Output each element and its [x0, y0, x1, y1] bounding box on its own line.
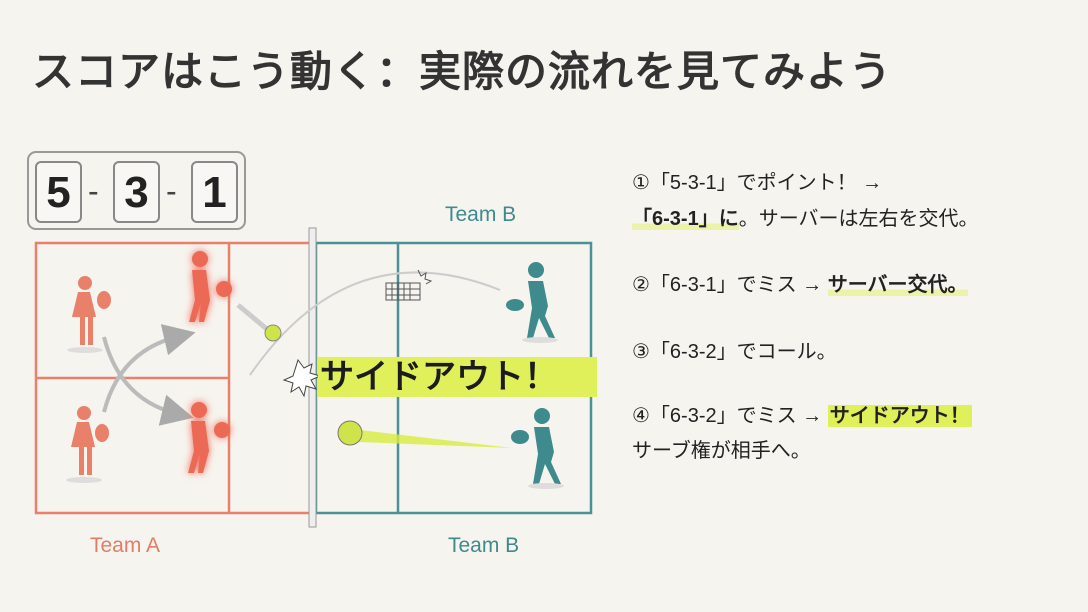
team-b-bottom-label: Team B [448, 534, 520, 557]
team-b-top-label: Team B [445, 203, 517, 226]
rotation-arrow [102, 324, 196, 413]
step-highlight: 「6-3-1」に [632, 208, 739, 230]
net-hit-icon [385, 269, 433, 301]
step-text: 「5-3-1」でポイント！ → [649, 172, 883, 194]
score-digit-receiving-team: 3 [113, 161, 160, 223]
step-3: ③「6-3-2」でコール。 [632, 335, 837, 364]
step-4: ④「6-3-2」でミス → サイドアウト！ [632, 399, 972, 428]
score-digit-server-number: 1 [191, 161, 238, 223]
pickleball-icon [264, 324, 282, 342]
team-a-label: Team A [90, 534, 161, 557]
step-number: ④ [632, 405, 650, 427]
player-icon [506, 262, 558, 343]
step-highlight: サーバー交代。 [827, 274, 968, 296]
score-digit-serving-team: 5 [35, 161, 82, 223]
step-number: ③ [632, 341, 650, 363]
player-icon [67, 276, 111, 353]
ball-trajectory [249, 271, 501, 376]
step-2: ②「6-3-1」でミス → サーバー交代。 [632, 268, 968, 297]
step-1: ①「5-3-1」でポイント！ → [632, 166, 882, 195]
ball-motion-trail [358, 430, 512, 448]
server-player-icon [188, 402, 230, 473]
step-number: ② [632, 274, 650, 296]
step-text: 「6-3-2」でミス → [649, 405, 828, 427]
player-icon [511, 408, 564, 489]
ball-motion-trail [236, 303, 270, 332]
pickleball-icon [337, 420, 363, 446]
step-1-line-2: 「6-3-1」に。サーバーは左右を交代。 [632, 202, 979, 231]
step-4-line-2: サーブ権が相手へ。 [632, 440, 811, 462]
player-icon [66, 406, 109, 483]
score-separator: - [166, 173, 177, 209]
step-text: 。サーバーは左右を交代。 [738, 208, 979, 230]
step-highlight: サイドアウト！ [827, 405, 972, 427]
score-separator: - [88, 173, 99, 209]
server-player-icon [189, 251, 232, 322]
step-text: 「6-3-1」でミス → [649, 274, 828, 296]
team-a-court [34, 241, 312, 515]
impact-burst-icon [282, 358, 322, 398]
step-text: 「6-3-2」でコール。 [649, 341, 837, 363]
rotation-arrow [102, 336, 194, 426]
side-out-banner: サイドアウト！ [318, 357, 597, 397]
step-number: ① [632, 172, 650, 194]
page-title: スコアはこう動く：実際の流れを見てみよう [32, 48, 893, 95]
scoreboard: 5 - 3 - 1 [27, 151, 246, 230]
